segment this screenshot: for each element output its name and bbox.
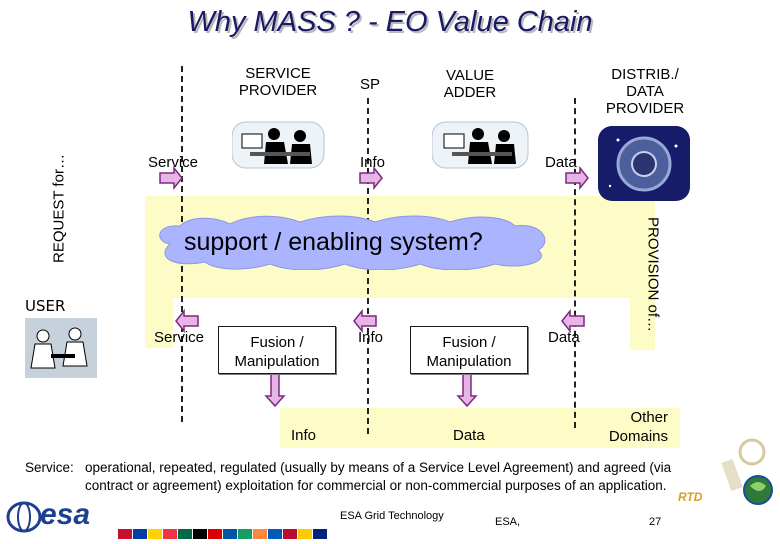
arrow-right-icon (565, 165, 589, 191)
support-band-left-leg (145, 298, 173, 348)
definition-text: operational, repeated, regulated (usuall… (85, 460, 672, 493)
value-adder-label: VALUE ADDER (443, 67, 497, 101)
top-service-label: Service (148, 154, 199, 171)
value-adder-people-icon (432, 121, 529, 169)
data-provider-icon (598, 126, 690, 201)
footer: esa ESA Grid Technology ESA, 27 (0, 494, 780, 540)
top-info-label: Info (360, 154, 386, 171)
sp-label: SP (359, 76, 380, 93)
middle-info-label: Info (358, 329, 384, 346)
bottom-info-label: Info (291, 427, 317, 444)
fusion-manipulation-box: Fusion / Manipulation (410, 326, 528, 374)
request-band (54, 124, 82, 294)
arrow-left-icon (175, 308, 199, 334)
service-provider-label: SERVICE PROVIDER (238, 65, 318, 99)
footer-grid-label: ESA Grid Technology (340, 510, 444, 522)
arrow-left-icon (353, 308, 377, 334)
arrow-right-icon (359, 165, 383, 191)
rtd-logo-icon (721, 438, 773, 505)
middle-data-label: Data (548, 329, 580, 346)
page-title: Why MASS ? - EO Value Chain (187, 6, 593, 38)
page-number: 27 (649, 516, 662, 528)
fusion-manipulation-box: Fusion / Manipulation (218, 326, 336, 374)
user-people-icon (25, 318, 97, 378)
support-text: support / enabling system? (184, 228, 483, 256)
separator-line (574, 98, 576, 428)
esa-logo-text: esa (40, 498, 91, 531)
arrow-down-icon (456, 373, 478, 408)
support-cloud (159, 215, 546, 270)
flag-strip (118, 526, 328, 544)
arrow-down-icon (264, 373, 286, 408)
bottom-data-label: Data (453, 427, 485, 444)
user-label: USER (25, 297, 66, 315)
service-provider-people-icon (232, 121, 325, 169)
middle-service-label: Service (154, 329, 205, 346)
bottom-band (280, 408, 680, 448)
arrow-left-icon (561, 308, 585, 334)
service-definition: Service: operational, repeated, regulated… (25, 459, 715, 495)
top-data-label: Data (545, 154, 577, 171)
rtd-label: RTD (678, 490, 703, 504)
distrib-data-provider-label: DISTRIB./ DATA PROVIDER (605, 66, 685, 117)
footer-esa-label: ESA, (495, 516, 521, 528)
arrow-right-icon (159, 165, 183, 191)
other-domains-label: Other Domains (608, 409, 668, 445)
definition-term: Service: (25, 460, 74, 475)
esa-emblem-icon (6, 501, 42, 533)
